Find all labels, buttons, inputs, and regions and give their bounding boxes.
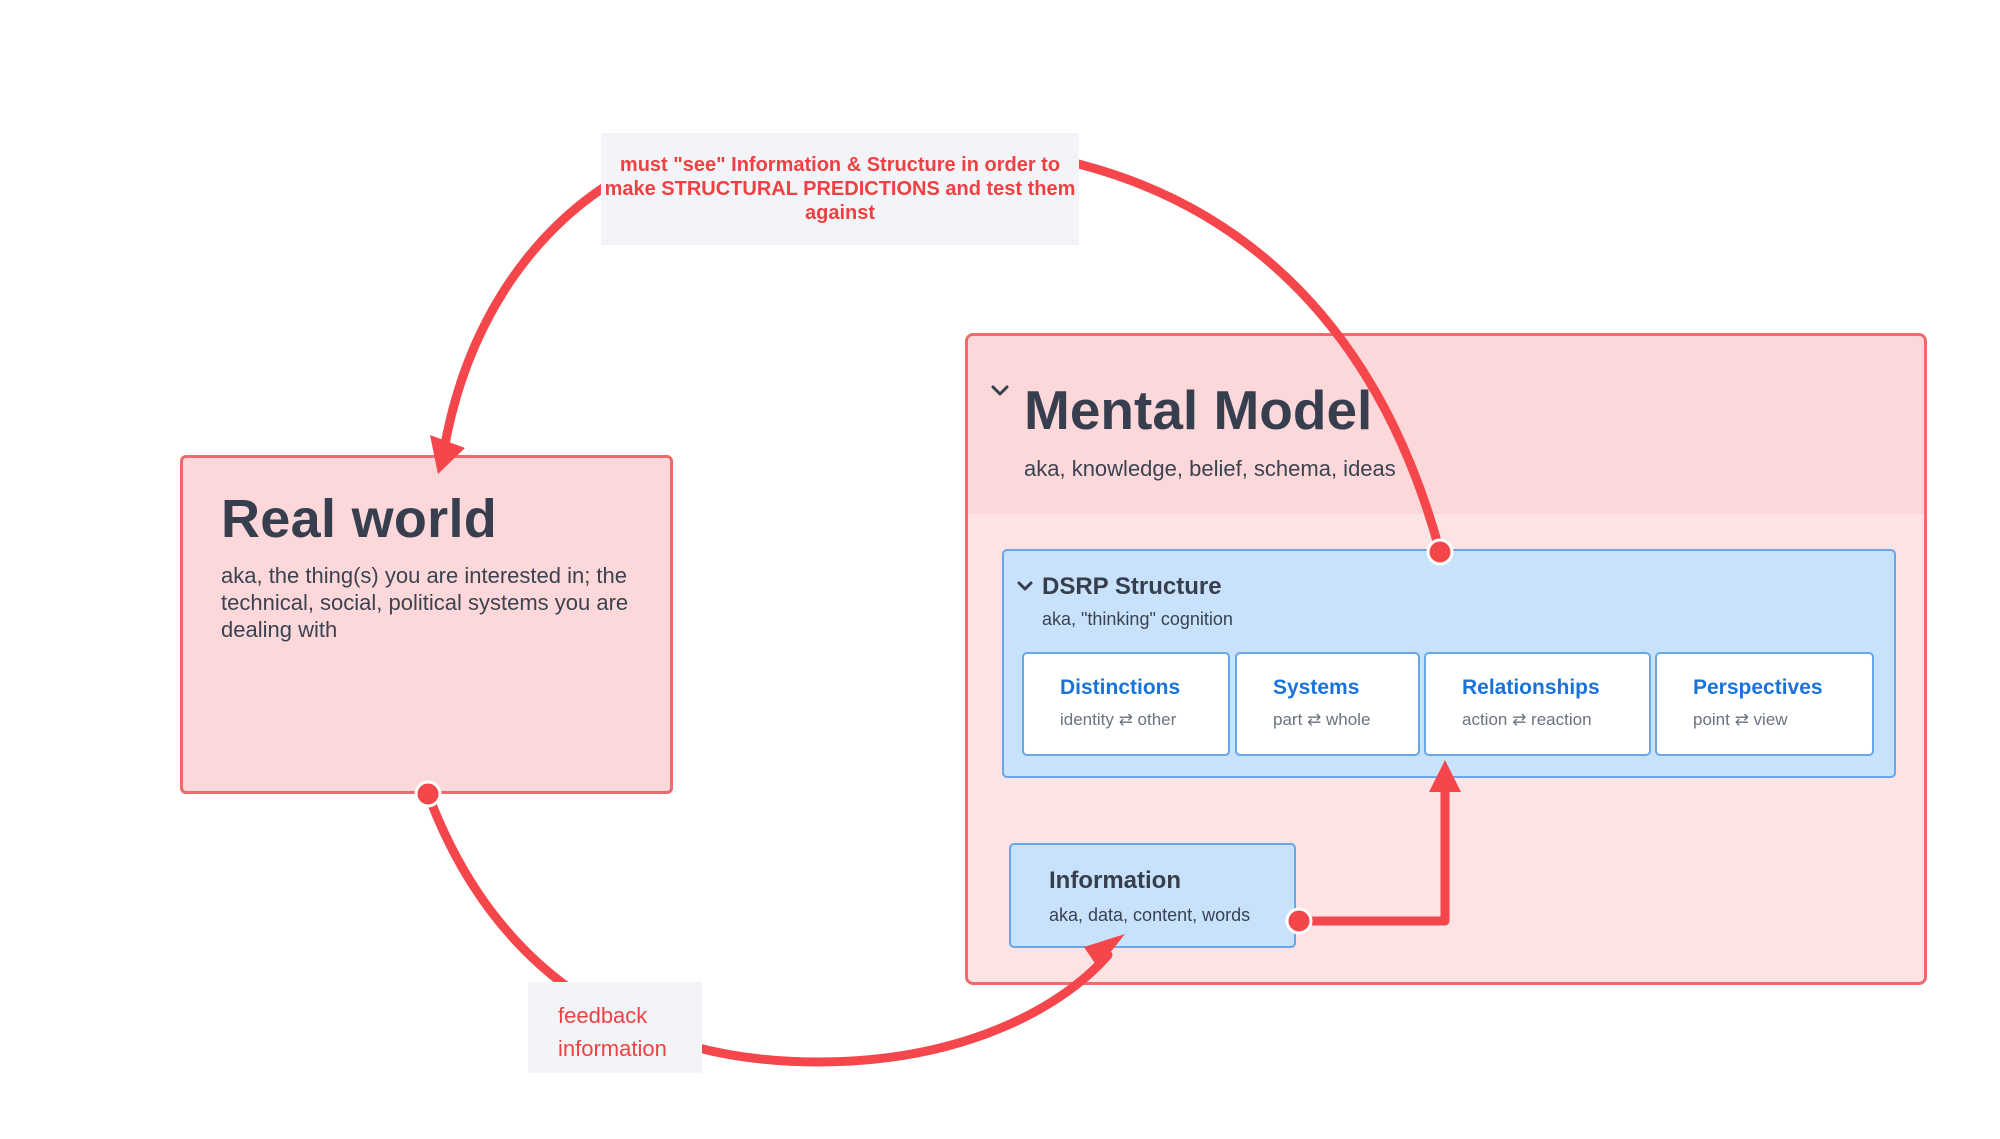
information-node[interactable]: Information aka, data, content, words [1009,843,1296,948]
information-title: Information [1049,867,1181,894]
information-subtitle: aka, data, content, words [1049,905,1251,925]
perspectives-card[interactable]: Perspectives point ⇄ view [1655,652,1874,756]
arrowhead-relationships [1429,760,1461,792]
systems-card[interactable]: Systems part ⇄ whole [1235,652,1420,756]
feedback-note-line2: information [558,1036,667,1061]
distinctions-card[interactable]: Distinctions identity ⇄ other [1022,652,1230,756]
chevron-down-icon[interactable] [1016,579,1034,597]
real-world-title: Real world [221,489,498,549]
card-desc: part ⇄ whole [1273,710,1371,729]
relationships-card[interactable]: Relationships action ⇄ reaction [1424,652,1651,756]
card-name: Perspectives [1693,676,1823,699]
real-world-node[interactable]: Real world aka, the thing(s) you are int… [180,455,673,794]
mental-model-header: Mental Model aka, knowledge, belief, sch… [968,336,1924,514]
card-desc: identity ⇄ other [1060,710,1177,729]
real-world-subtitle: aka, the thing(s) you are interested in;… [221,563,629,642]
feedback-note-text: feedback information [558,999,667,1065]
start-dot [414,780,442,808]
arrowhead-information [1084,934,1125,968]
start-dot [1285,907,1313,935]
dsrp-structure-node[interactable]: DSRP Structure aka, "thinking" cognition… [1002,549,1896,778]
card-name: Systems [1273,676,1360,699]
feedback-arrow [423,789,1113,1067]
prediction-note-text: must "see" Information & Structure in or… [604,154,1076,224]
feedback-note: feedback information [528,982,702,1073]
card-name: Distinctions [1060,676,1181,699]
chevron-down-icon[interactable] [990,384,1010,403]
card-desc: point ⇄ view [1693,710,1788,729]
prediction-note: must "see" Information & Structure in or… [601,133,1079,245]
dsrp-subtitle: aka, "thinking" cognition [1042,609,1233,629]
information-to-relationships-arrow [1299,790,1450,926]
card-desc: action ⇄ reaction [1462,710,1592,729]
mental-model-subtitle: aka, knowledge, belief, schema, ideas [1024,456,1396,481]
feedback-note-line1: feedback [558,1003,648,1028]
start-dot [1426,538,1454,566]
mental-model-title: Mental Model [1024,379,1373,441]
dsrp-title: DSRP Structure [1042,573,1222,600]
arrowhead-real-world [430,435,465,474]
card-name: Relationships [1462,676,1600,699]
